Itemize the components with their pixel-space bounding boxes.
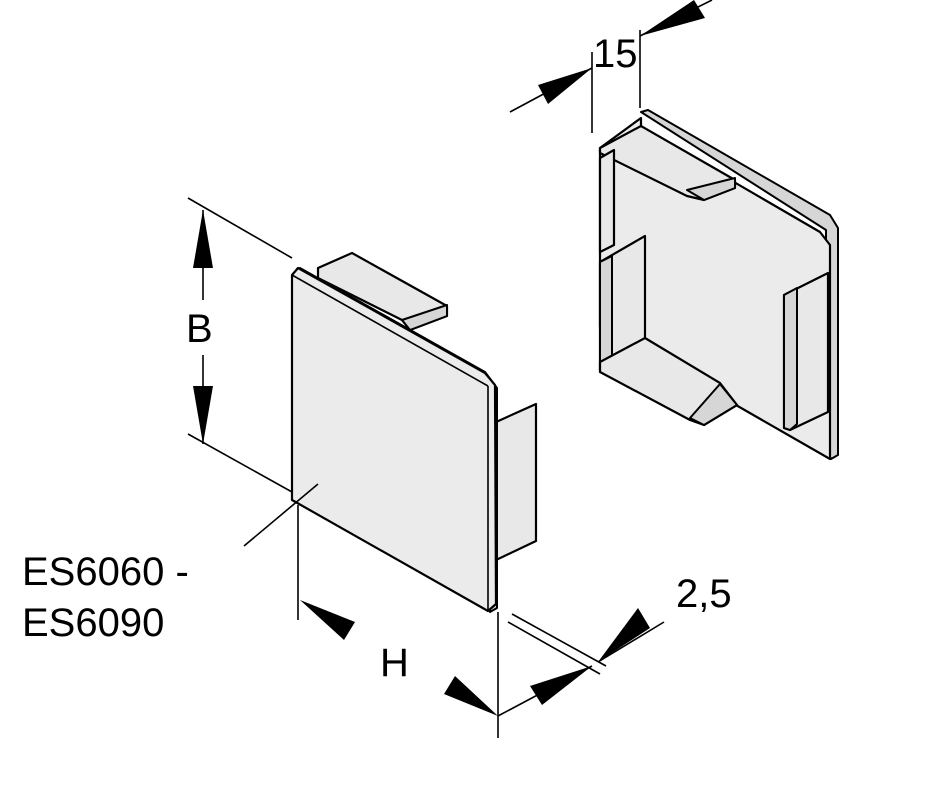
right-end-cap (598, 109, 839, 461)
dimension-thickness: 2,5 (497, 572, 732, 717)
dimension-h: H (297, 505, 499, 738)
dimension-b: B (186, 197, 293, 493)
width-dimension-label: H (380, 641, 409, 685)
depth-dimension-label: 15 (593, 32, 638, 76)
model-leader (243, 483, 319, 547)
model-label-line2: ES6090 (22, 601, 164, 645)
right-inner-wall-upper (598, 148, 616, 254)
height-dimension-label: B (186, 307, 213, 351)
model-label-line1: ES6060 - (22, 550, 189, 594)
left-side-clip (494, 402, 538, 562)
left-cap-face (290, 266, 498, 613)
left-end-cap (290, 251, 538, 613)
thickness-dimension-label: 2,5 (676, 572, 732, 616)
dimension-depth: 15 (509, 0, 713, 133)
